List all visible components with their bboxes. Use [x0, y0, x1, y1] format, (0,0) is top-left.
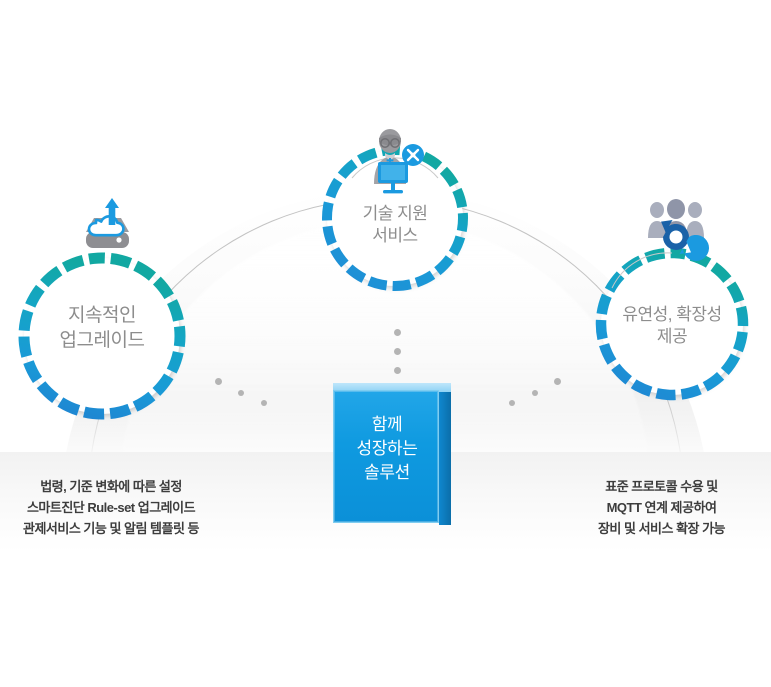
caption-continuous-upgrade: 법령, 기준 변화에 따른 설정 스마트진단 Rule-set 업그레이드 관제… [23, 479, 200, 537]
connector-dot-center-2 [394, 348, 401, 355]
cloud-upload-server-icon [86, 198, 129, 248]
core-box-label: 함께 성장하는 솔루션 [356, 415, 418, 483]
connector-dot-center-1 [394, 329, 401, 336]
node-label-continuous-upgrade: 지속적인 업그레이드 [59, 305, 145, 351]
connector-dot-center-3 [394, 367, 401, 374]
connector-dot-right-3 [509, 400, 515, 406]
node-label-flexibility-scalability: 유연성, 확장성 제공 [622, 305, 722, 347]
node-label-technical-support: 기술 지원 서비스 [362, 204, 428, 246]
caption-flexibility-scalability: 표준 프로토콜 수용 및 MQTT 연계 제공하여 장비 및 서비스 확장 가능 [597, 479, 726, 537]
node-flexibility-scalability[interactable]: 유연성, 확장성 제공 [592, 244, 752, 404]
connector-dot-right-1 [554, 378, 561, 385]
node-continuous-upgrade[interactable]: 지속적인 업그레이드 [14, 248, 190, 424]
dashed-ring-left [18, 252, 186, 420]
connector-dot-left-1 [215, 378, 222, 385]
connector-dot-left-3 [261, 400, 267, 406]
people-sync-refresh-icon [648, 199, 709, 261]
core-box-top-face [333, 383, 451, 392]
connector-dot-left-2 [238, 390, 244, 396]
core-box-side-face [439, 383, 451, 525]
core-solution-box[interactable]: 함께 성장하는 솔루션 [333, 383, 451, 525]
dashed-ring-right [595, 247, 749, 401]
core-box-front-face: 함께 성장하는 솔루션 [333, 390, 439, 523]
engineer-laptop-support-icon [374, 129, 424, 194]
connector-dot-right-2 [532, 390, 538, 396]
